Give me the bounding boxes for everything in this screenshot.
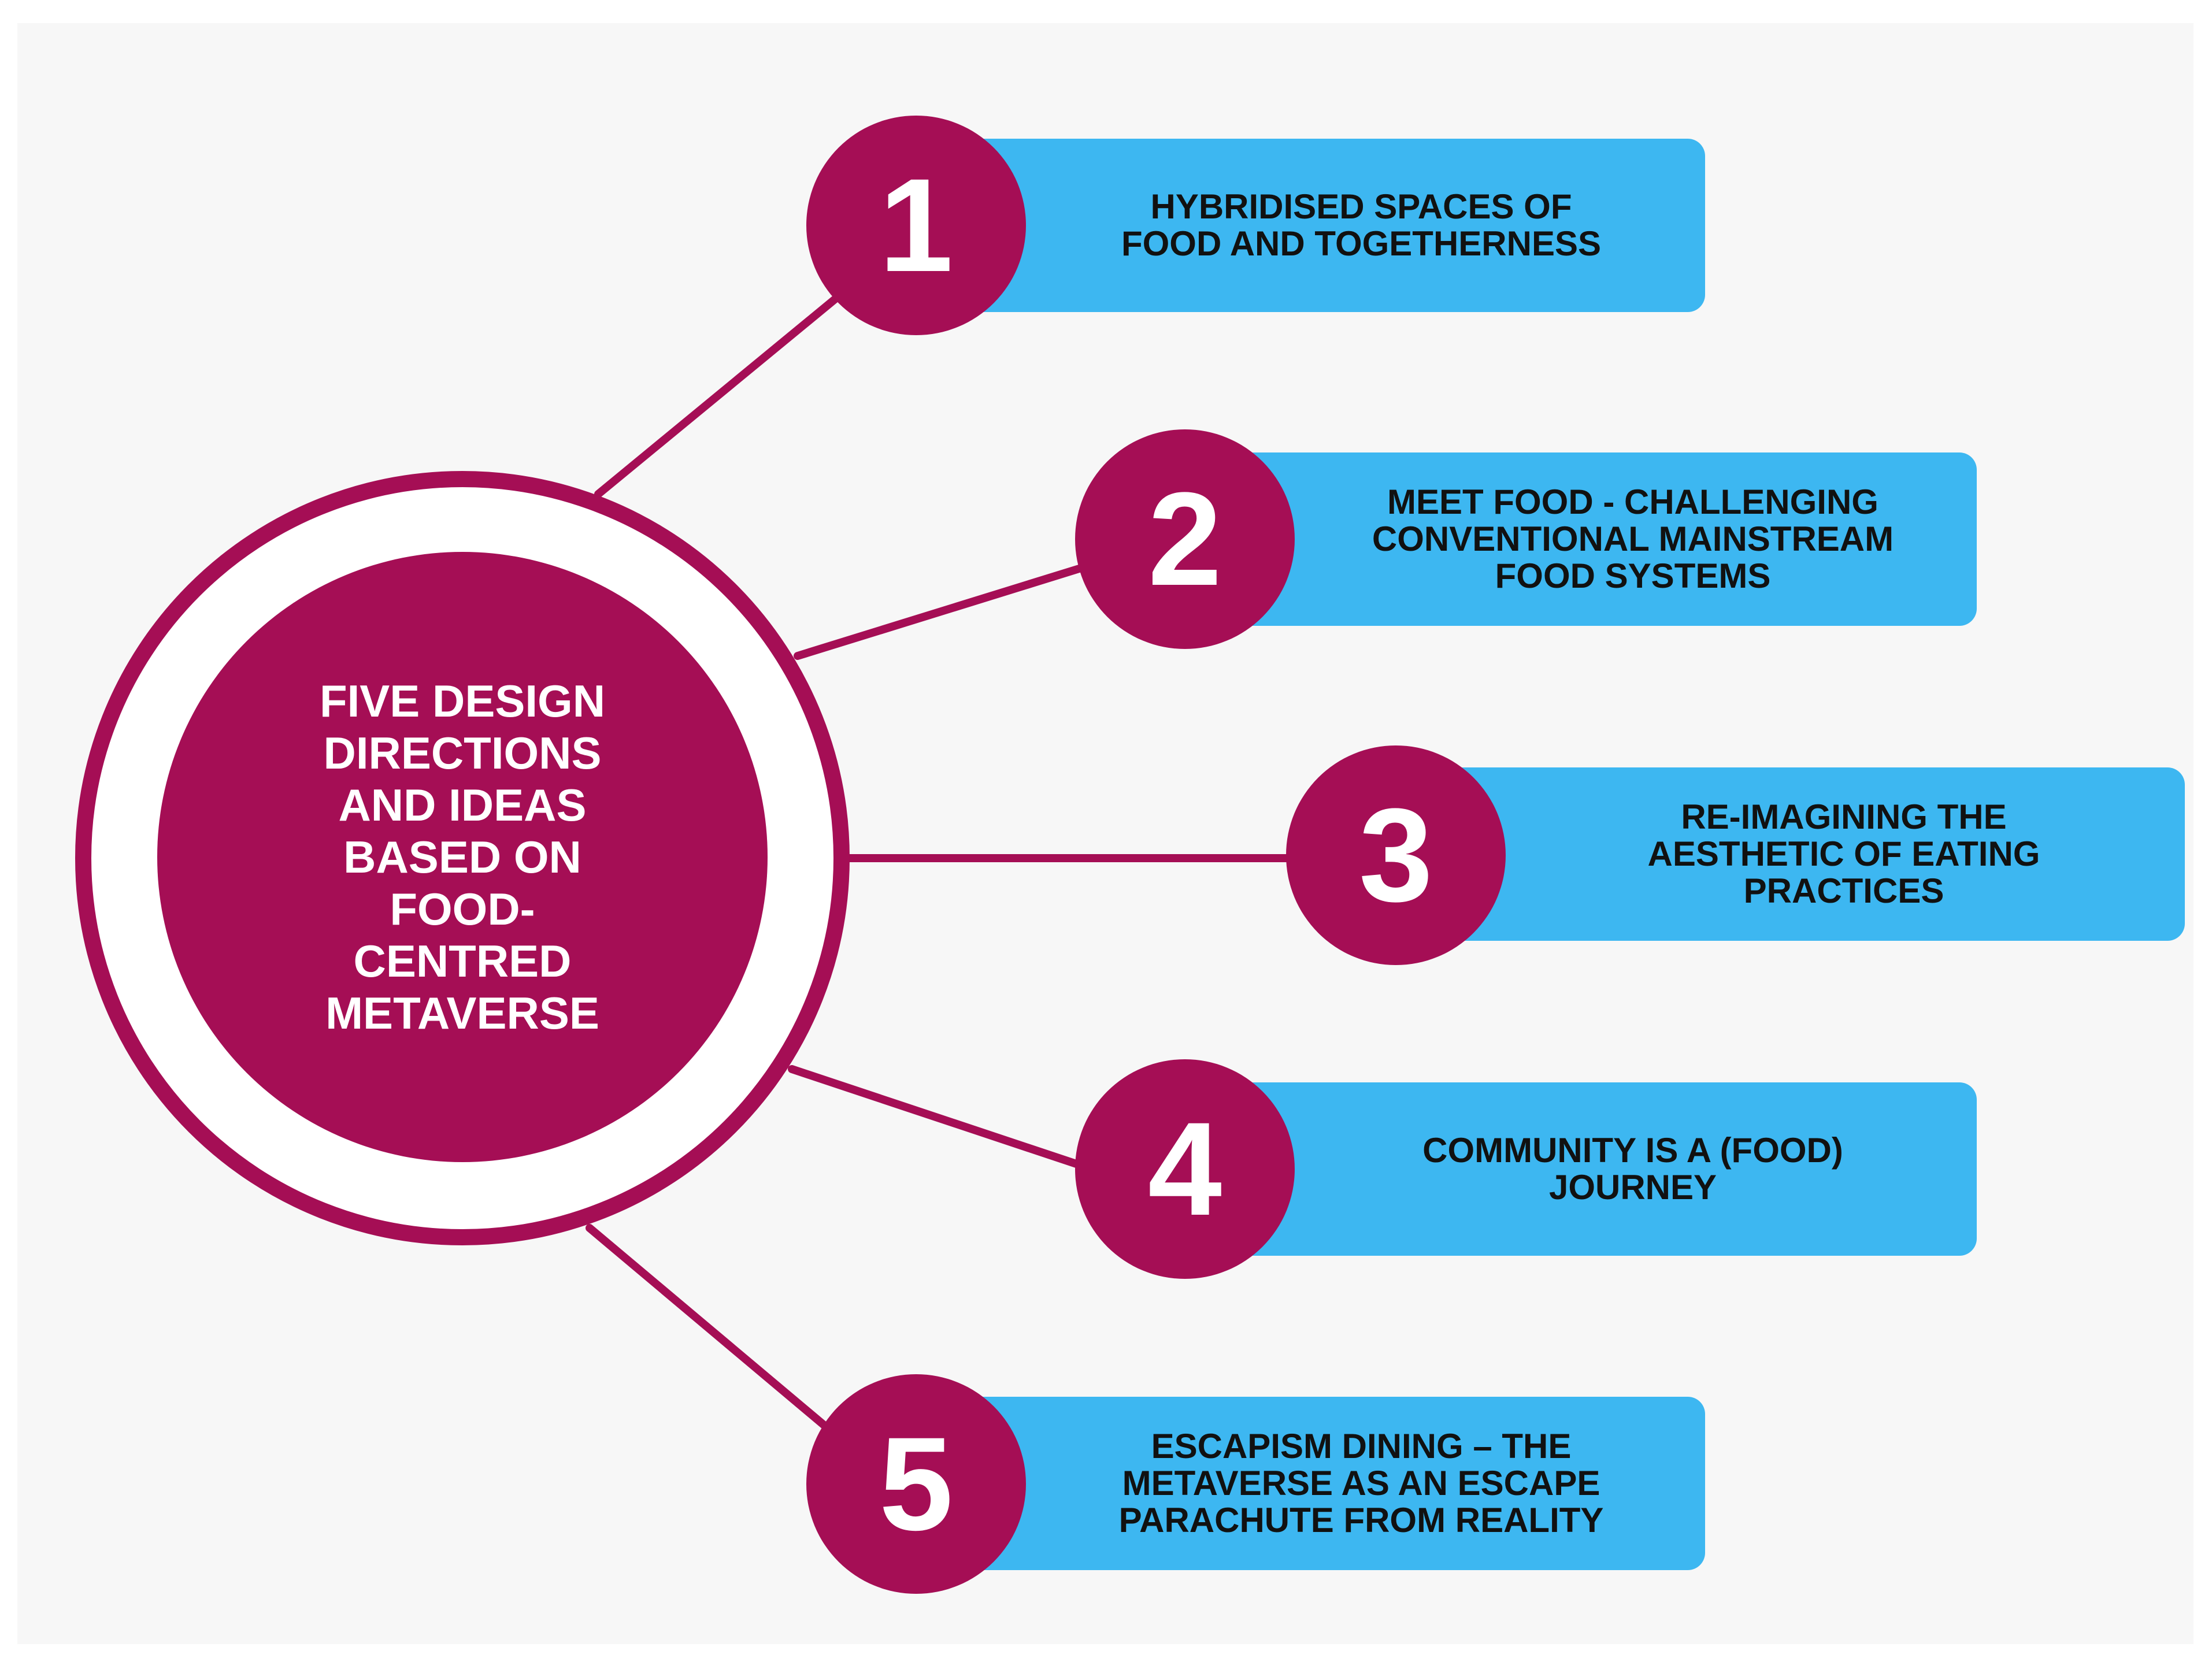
connector-line-5 — [586, 1224, 848, 1446]
direction-number-2: 2 — [1148, 465, 1222, 613]
connector-line-4 — [788, 1065, 1091, 1171]
direction-badge-2: 2 — [1075, 429, 1295, 649]
direction-card-2: MEET FOOD - CHALLENGING CONVENTIONAL MAI… — [1202, 452, 1977, 626]
direction-number-4: 4 — [1148, 1095, 1222, 1243]
direction-number-5: 5 — [879, 1409, 953, 1558]
direction-label-5: ESCAPISM DINING – THE METAVERSE AS AN ES… — [1118, 1427, 1604, 1539]
direction-label-1: HYBRIDISED SPACES OF FOOD AND TOGETHERNE… — [1121, 187, 1602, 263]
direction-card-3: RE-IMAGINING THE AESTHETIC OF EATING PRA… — [1416, 767, 2185, 941]
connector-line-1 — [594, 288, 848, 498]
direction-label-3: RE-IMAGINING THE AESTHETIC OF EATING PRA… — [1647, 797, 2040, 910]
direction-badge-3: 3 — [1286, 745, 1506, 965]
direction-number-3: 3 — [1359, 781, 1433, 929]
hub-circle: FIVE DESIGN DIRECTIONS AND IDEAS BASED O… — [157, 552, 768, 1162]
direction-badge-1: 1 — [806, 116, 1026, 335]
direction-number-1: 1 — [879, 151, 953, 299]
direction-label-2: MEET FOOD - CHALLENGING CONVENTIONAL MAI… — [1372, 483, 1894, 595]
direction-card-4: COMMUNITY IS A (FOOD) JOURNEY — [1202, 1082, 1977, 1256]
direction-card-1: HYBRIDISED SPACES OF FOOD AND TOGETHERNE… — [931, 139, 1705, 312]
hub-title: FIVE DESIGN DIRECTIONS AND IDEAS BASED O… — [319, 676, 606, 1038]
direction-badge-4: 4 — [1075, 1059, 1295, 1279]
direction-card-5: ESCAPISM DINING – THE METAVERSE AS AN ES… — [931, 1397, 1705, 1570]
direction-badge-5: 5 — [806, 1374, 1026, 1594]
connector-line-2 — [794, 562, 1091, 660]
direction-label-4: COMMUNITY IS A (FOOD) JOURNEY — [1422, 1131, 1843, 1207]
